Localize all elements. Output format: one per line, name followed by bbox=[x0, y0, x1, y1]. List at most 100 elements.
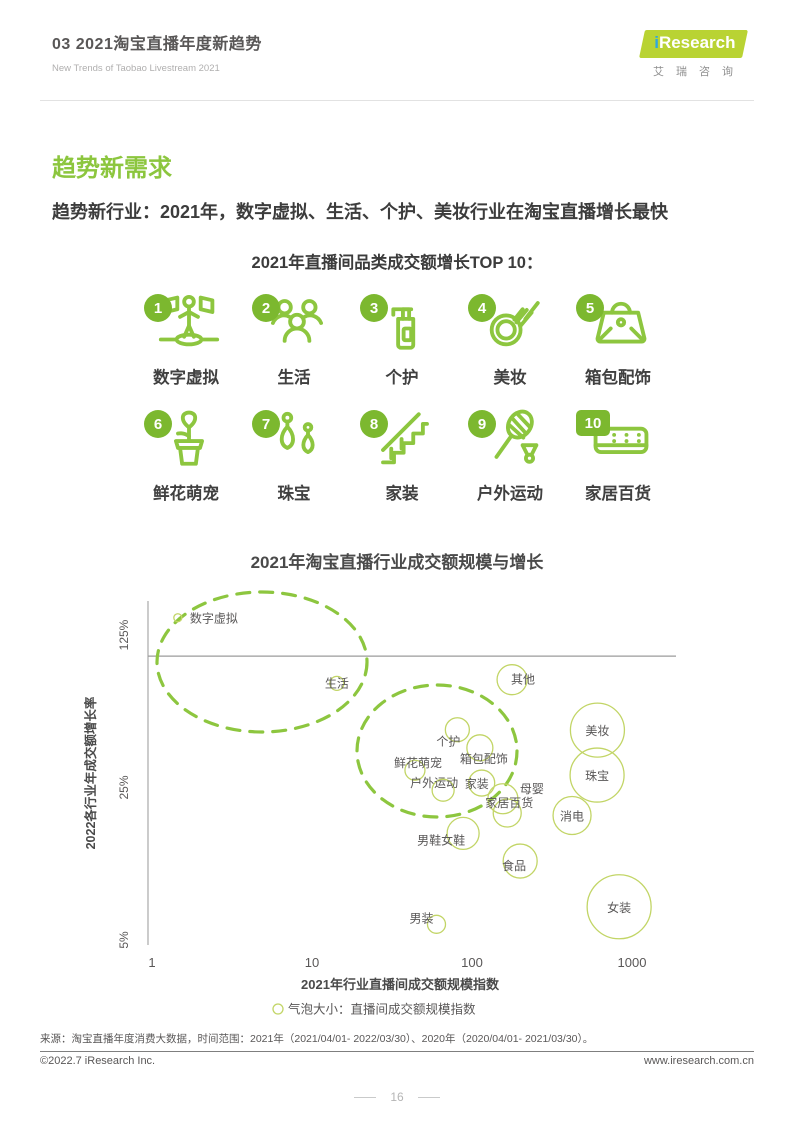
top10-grid: 1 数字虚拟 2 bbox=[132, 288, 672, 504]
page-header: 03 2021淘宝直播年度新趋势 New Trends of Taobao Li… bbox=[52, 30, 262, 74]
industry-bubble-label: 消电 bbox=[560, 810, 584, 824]
logo-chinese-name: 艾瑞咨询 bbox=[653, 66, 745, 78]
industry-bubble-label: 家装 bbox=[465, 776, 489, 791]
iresearch-logo-mark: iResearch bbox=[639, 30, 749, 58]
hologram-person-icon bbox=[158, 294, 220, 347]
industry-bubble-label: 美妆 bbox=[585, 724, 609, 738]
industry-bubble-label: 女装 bbox=[607, 900, 631, 915]
rank-badge: 7 bbox=[252, 410, 280, 438]
top10-label: 个护 bbox=[385, 369, 419, 387]
top10-item: 8 家装 bbox=[348, 404, 456, 504]
industry-bubble-label: 男鞋女鞋 bbox=[417, 832, 465, 847]
industry-bubble bbox=[487, 783, 519, 815]
top10-item: 4 美妆 bbox=[456, 288, 564, 388]
x-axis-title: 2021年行业直播间成交额规模指数 bbox=[301, 977, 500, 992]
x-tick-label: 10 bbox=[305, 955, 319, 970]
top10-label: 家装 bbox=[385, 485, 419, 503]
legend-label: 气泡大小：直播间成交额规模指数 bbox=[288, 1002, 476, 1017]
y-tick-label: 25% bbox=[117, 775, 131, 799]
industry-bubble bbox=[552, 795, 592, 836]
highlight-dashed-ring bbox=[155, 590, 369, 734]
industry-bubble bbox=[569, 702, 626, 758]
industry-bubble-label: 生活 bbox=[325, 676, 349, 690]
logo-brand-text: Research bbox=[659, 33, 736, 52]
top10-label: 美妆 bbox=[493, 369, 527, 387]
x-tick-label: 1 bbox=[148, 955, 155, 970]
copyright: ©2022.7 iResearch Inc. bbox=[40, 1055, 156, 1067]
top10-item: 3 个护 bbox=[348, 288, 456, 388]
rank-badge: 9 bbox=[468, 410, 496, 438]
family-icon bbox=[271, 299, 323, 343]
industry-bubble bbox=[431, 778, 455, 802]
top10-item: 7 珠宝 bbox=[240, 404, 348, 504]
section-lead: 趋势新行业：2021年，数字虚拟、生活、个护、美妆行业在淘宝直播增长最快 bbox=[52, 202, 669, 222]
rank-badge: 10 bbox=[576, 410, 610, 436]
industry-bubble-label: 其他 bbox=[511, 673, 535, 687]
page-dash-left bbox=[354, 1096, 377, 1098]
industry-bubble bbox=[446, 816, 480, 851]
rank-badge: 3 bbox=[360, 294, 388, 322]
top10-label: 箱包配饰 bbox=[585, 369, 651, 387]
source-note: 来源：淘宝直播年度消费大数据，时间范围：2021年（2021/04/01- 20… bbox=[40, 1031, 754, 1052]
top10-label: 鲜花萌宠 bbox=[153, 485, 219, 503]
footer-row: ©2022.7 iResearch Inc. www.iresearch.com… bbox=[40, 1055, 754, 1067]
industry-bubble bbox=[173, 613, 183, 623]
x-tick-label: 1000 bbox=[618, 955, 647, 970]
industry-bubble bbox=[329, 675, 345, 692]
rank-badge: 6 bbox=[144, 410, 172, 438]
industry-bubble bbox=[444, 717, 471, 743]
earrings-icon bbox=[279, 411, 315, 454]
industry-bubble-label: 户外运动 bbox=[410, 775, 458, 790]
top10-item: 9 户外运动 bbox=[456, 404, 564, 504]
top10-item: 1 数字虚拟 bbox=[132, 288, 240, 388]
header-divider bbox=[40, 100, 754, 101]
chapter-title: 03 2021淘宝直播年度新趋势 bbox=[52, 36, 262, 53]
handbag-icon bbox=[595, 301, 647, 344]
industry-bubble bbox=[492, 798, 522, 828]
stairs-icon bbox=[381, 412, 429, 465]
industry-bubble bbox=[426, 914, 447, 934]
industry-bubble bbox=[502, 843, 538, 879]
page-number-row: 16 bbox=[0, 1090, 794, 1104]
industry-bubble-label: 珠宝 bbox=[585, 769, 609, 783]
industry-bubble-label: 男装 bbox=[409, 911, 433, 925]
section-heading: 趋势新需求 bbox=[52, 155, 172, 182]
top10-item: 6 鲜花萌宠 bbox=[132, 404, 240, 504]
industry-bubble-label: 鲜花萌宠 bbox=[394, 755, 442, 770]
top10-label: 数字虚拟 bbox=[153, 369, 219, 387]
mattress-icon bbox=[593, 426, 649, 454]
top10-label: 生活 bbox=[277, 369, 311, 387]
industry-bubble bbox=[586, 874, 652, 940]
industry-bubble bbox=[468, 769, 496, 797]
racket-icon bbox=[494, 409, 539, 464]
industry-bubble bbox=[466, 734, 494, 762]
industry-bubble-label: 个护 bbox=[436, 735, 460, 749]
rank-badge: 1 bbox=[144, 294, 172, 322]
makeup-brush-icon bbox=[489, 301, 540, 347]
legend-bubble-icon bbox=[272, 1003, 284, 1015]
top10-item: 10 家居百货 bbox=[564, 404, 672, 504]
rank-badge: 8 bbox=[360, 410, 388, 438]
y-tick-label: 5% bbox=[117, 931, 131, 949]
iresearch-logo: iResearch 艾瑞咨询 bbox=[638, 30, 750, 79]
chapter-subtitle: New Trends of Taobao Livestream 2021 bbox=[52, 63, 220, 74]
x-tick-label: 100 bbox=[461, 955, 483, 970]
top10-label: 家居百货 bbox=[585, 485, 651, 503]
industry-bubble-label: 家居百货 bbox=[485, 795, 533, 810]
industry-bubble-label: 数字虚拟 bbox=[190, 611, 238, 626]
page-dash-right bbox=[417, 1096, 440, 1098]
top10-label: 户外运动 bbox=[477, 485, 543, 503]
rank-badge: 4 bbox=[468, 294, 496, 322]
top10-title: 2021年直播间品类成交额增长TOP 10： bbox=[251, 254, 543, 272]
industry-bubble-label: 母婴 bbox=[520, 782, 544, 796]
rank-badge: 2 bbox=[252, 294, 280, 322]
page-number: 16 bbox=[390, 1090, 404, 1104]
highlight-dashed-ring bbox=[355, 683, 519, 819]
y-axis-title: 2022各行业年成交额增长率 bbox=[83, 696, 98, 849]
top10-item: 2 生活 bbox=[240, 288, 348, 388]
top10-label: 珠宝 bbox=[277, 485, 311, 503]
chart-title: 2021年淘宝直播行业成交额规模与增长 bbox=[250, 553, 544, 572]
